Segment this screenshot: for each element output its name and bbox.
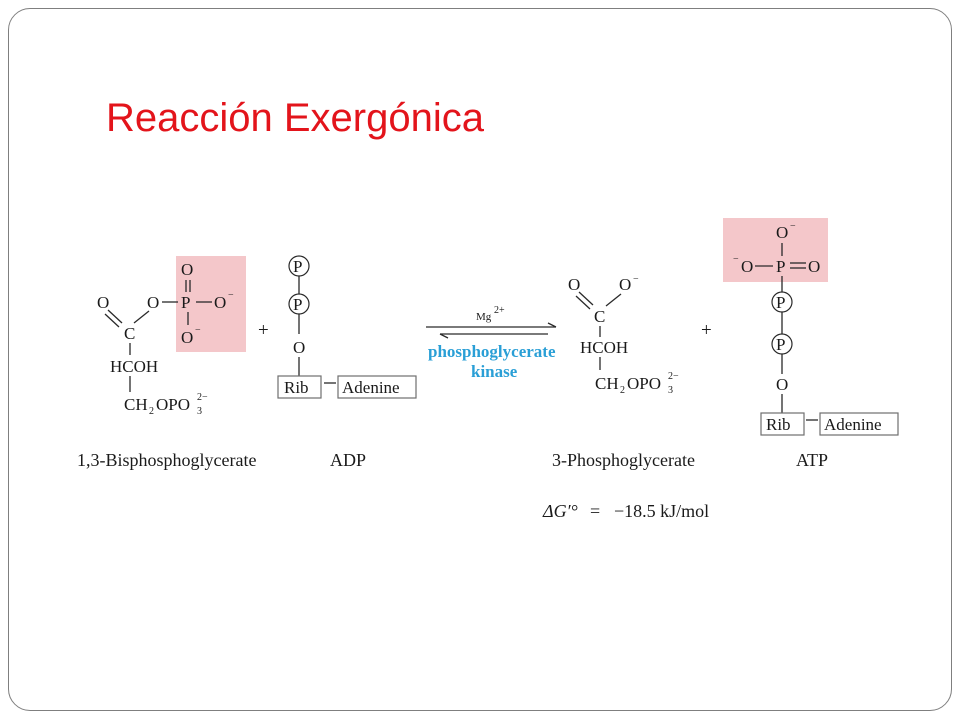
pg-opo: OPO — [627, 374, 661, 393]
phosphoglycerate-structure: O O − C HCOH CH 2 OPO 3 2− — [568, 274, 679, 396]
bpg-opo-sub: 3 — [197, 406, 202, 417]
bpg-o-carbonyl: O — [97, 293, 109, 312]
bpg-c: C — [124, 324, 135, 343]
atp-o-top: O — [776, 223, 788, 242]
pg-hcoh: HCOH — [580, 338, 628, 357]
atp-p: P — [776, 257, 785, 276]
bpg-ch2: CH — [124, 395, 148, 414]
atp-structure: O − − O P O P P O Rib Adenine — [723, 218, 899, 436]
delta-g: ΔG′° = −18.5 kJ/mol — [542, 501, 709, 521]
bpg-o-bottom: O — [181, 328, 193, 347]
atp-o-top-charge: − — [790, 221, 796, 232]
bpg-hcoh: HCOH — [110, 357, 158, 376]
delta-g-value: −18.5 kJ/mol — [614, 501, 709, 521]
plus-sign-left: + — [258, 320, 269, 341]
bpg-opo: OPO — [156, 395, 190, 414]
pg-o-carbonyl: O — [568, 275, 580, 294]
atp-o-left-charge: − — [733, 254, 739, 265]
atp-adenine: Adenine — [824, 415, 882, 434]
bpg-ch2-sub: 2 — [149, 406, 154, 417]
adp-adenine: Adenine — [342, 378, 400, 397]
adp-rib-box — [277, 375, 322, 399]
adp-adenine-box — [337, 375, 417, 399]
catalyst-charge: 2+ — [494, 305, 505, 316]
atp-o-right: O — [808, 257, 820, 276]
adp-phosphate-1: P — [293, 257, 302, 276]
slide-title: Reacción Exergónica — [106, 96, 484, 140]
name-bisphosphoglycerate: 1,3-Bisphosphoglycerate — [77, 450, 256, 470]
pg-c: C — [594, 307, 605, 326]
name-phosphoglycerate: 3-Phosphoglycerate — [552, 450, 695, 470]
bpg-o-right: O — [214, 293, 226, 312]
delta-g-symbol: ΔG′° — [542, 501, 578, 521]
catalyst: Mg — [476, 311, 492, 323]
bpg-opo-charge: 2− — [197, 392, 208, 403]
atp-oxygen: O — [776, 375, 788, 394]
delta-g-equals: = — [590, 501, 600, 521]
reaction-arrows: Mg 2+ phosphoglycerate kinase — [426, 305, 557, 381]
slide — [8, 8, 952, 711]
enzyme-line-1: phosphoglycerate — [428, 342, 556, 361]
bpg-o-bridge: O — [147, 293, 159, 312]
pg-ch2-sub: 2 — [620, 385, 625, 396]
pg-ch2: CH — [595, 374, 619, 393]
name-adp: ADP — [330, 450, 366, 470]
pg-opo-sub: 3 — [668, 385, 673, 396]
pg-opo-charge: 2− — [668, 371, 679, 382]
atp-rib-box — [760, 412, 805, 436]
atp-phosphate-2: P — [776, 335, 785, 354]
bpg-o-bottom-charge: − — [195, 325, 201, 336]
atp-rib: Rib — [766, 415, 791, 434]
adp-phosphate-2: P — [293, 295, 302, 314]
pg-o-charge: − — [633, 274, 639, 285]
atp-phosphate-highlight — [723, 218, 828, 282]
adp-rib: Rib — [284, 378, 309, 397]
name-atp: ATP — [796, 450, 828, 470]
atp-o-left: O — [741, 257, 753, 276]
enzyme-line-2: kinase — [471, 362, 518, 381]
bpg-o-right-charge: − — [228, 290, 234, 301]
pg-o-minus: O — [619, 275, 631, 294]
plus-sign-right: + — [701, 320, 712, 341]
atp-adenine-box — [819, 412, 899, 436]
bisphosphoglycerate-structure: O P O − O − O O C HCOH CH 2 OPO 3 2− — [97, 256, 246, 417]
bpg-o-top: O — [181, 260, 193, 279]
bpg-p: P — [181, 293, 190, 312]
atp-phosphate-1: P — [776, 293, 785, 312]
adp-oxygen: O — [293, 338, 305, 357]
bpg-phosphate-highlight — [176, 256, 246, 352]
adp-structure: P P O Rib Adenine — [277, 255, 417, 399]
